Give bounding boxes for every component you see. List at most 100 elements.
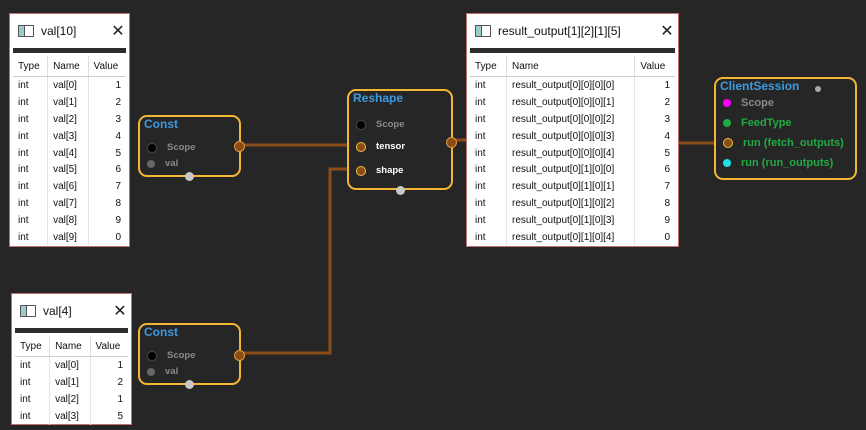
port-scope[interactable]: Scope bbox=[147, 142, 196, 153]
client-session-node[interactable]: ClientSession Scope FeedType run (fetch_… bbox=[714, 77, 857, 180]
const-node-1[interactable]: Const Scope val bbox=[138, 115, 245, 181]
name-cell: val[7] bbox=[47, 195, 89, 213]
column-header[interactable]: Value bbox=[634, 56, 675, 77]
value-cell: 9 bbox=[664, 215, 670, 227]
port-feedtype[interactable]: FeedType bbox=[723, 117, 792, 129]
type-cell: int bbox=[13, 161, 49, 179]
port-run-outputs[interactable]: run (run_outputs) bbox=[723, 157, 833, 169]
value-cell: 0 bbox=[664, 231, 670, 243]
type-cell: int bbox=[470, 178, 507, 196]
port-val[interactable]: val bbox=[147, 366, 178, 377]
column-header[interactable]: Name bbox=[47, 56, 89, 77]
type-cell: int bbox=[470, 127, 507, 145]
result-titlebar[interactable]: result_output[1][2][1][5] ✕ bbox=[467, 14, 678, 48]
bottom-port-icon[interactable] bbox=[185, 172, 194, 181]
name-cell: result_output[0][1][0][2] bbox=[506, 195, 636, 213]
port-shape[interactable]: shape bbox=[356, 165, 403, 176]
window-title: result_output[1][2][1][5] bbox=[498, 24, 621, 38]
val4-titlebar[interactable]: val[4] ✕ bbox=[12, 294, 131, 328]
value-cell: 0 bbox=[115, 231, 121, 243]
value-cell: 5 bbox=[664, 147, 670, 159]
value-cell: 3 bbox=[115, 113, 121, 125]
scope-port-icon bbox=[147, 350, 157, 361]
type-cell: int bbox=[13, 144, 49, 162]
name-cell: val[4] bbox=[47, 144, 89, 162]
val10-titlebar[interactable]: val[10] ✕ bbox=[10, 14, 129, 48]
name-cell: val[5] bbox=[47, 161, 89, 179]
output-port-icon[interactable] bbox=[446, 137, 457, 148]
window-title: val[4] bbox=[43, 304, 72, 318]
close-icon[interactable]: ✕ bbox=[113, 303, 127, 320]
header-strip bbox=[15, 328, 128, 333]
column-header[interactable]: Name bbox=[49, 336, 91, 357]
port-label: FeedType bbox=[741, 117, 792, 129]
bottom-port-icon[interactable] bbox=[396, 186, 405, 195]
column-header[interactable]: Name bbox=[506, 56, 636, 77]
type-cell: int bbox=[13, 178, 49, 196]
output-port-icon[interactable] bbox=[234, 141, 245, 152]
port-scope[interactable]: Scope bbox=[147, 350, 196, 361]
name-cell: result_output[0][0][0][0] bbox=[506, 76, 636, 94]
const-node-2[interactable]: Const Scope val bbox=[138, 323, 245, 389]
bottom-port-icon[interactable] bbox=[185, 380, 194, 389]
value-cell: 4 bbox=[664, 130, 670, 142]
type-cell: int bbox=[470, 229, 507, 246]
close-icon[interactable]: ✕ bbox=[111, 23, 125, 40]
port-fetch-outputs[interactable]: run (fetch_outputs) bbox=[723, 137, 844, 149]
column-header[interactable]: Value bbox=[90, 336, 128, 357]
window-icon bbox=[20, 305, 36, 317]
port-scope[interactable]: Scope bbox=[723, 97, 774, 109]
column-header[interactable]: Type bbox=[13, 56, 49, 77]
column-header[interactable]: Type bbox=[15, 336, 51, 357]
name-cell: val[0] bbox=[49, 356, 91, 374]
name-cell: result_output[0][0][0][4] bbox=[506, 144, 636, 162]
port-scope[interactable]: Scope bbox=[356, 119, 405, 130]
value-cell: 5 bbox=[115, 147, 121, 159]
column-header[interactable]: Value bbox=[88, 56, 126, 77]
reshape-node[interactable]: Reshape Scope tensor shape bbox=[347, 89, 457, 195]
name-cell: val[3] bbox=[49, 407, 91, 425]
name-cell: val[6] bbox=[47, 178, 89, 196]
column-header[interactable]: Type bbox=[470, 56, 507, 77]
value-cell: 1 bbox=[115, 79, 121, 91]
name-cell: val[8] bbox=[47, 212, 89, 230]
port-tensor[interactable]: tensor bbox=[356, 141, 405, 152]
output-port-icon[interactable] bbox=[234, 350, 245, 361]
window-icon bbox=[18, 25, 34, 37]
node-title: Const bbox=[144, 117, 178, 131]
port-val[interactable]: val bbox=[147, 158, 178, 169]
close-icon[interactable]: ✕ bbox=[660, 23, 674, 40]
port-label: Scope bbox=[167, 350, 196, 361]
wire-const2-to-shape bbox=[240, 167, 362, 355]
